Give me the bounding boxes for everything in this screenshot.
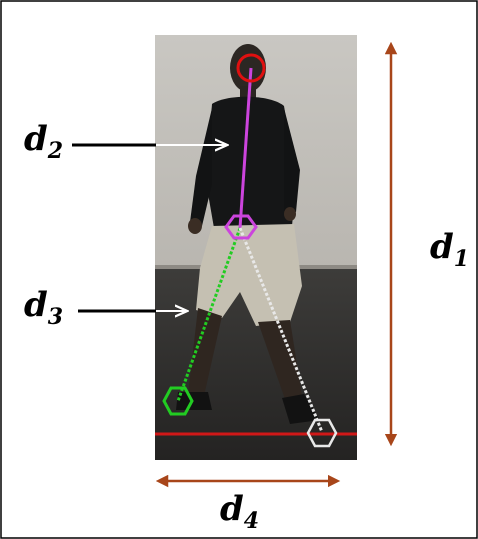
d2-label: d2	[24, 119, 63, 164]
hip-marker	[224, 214, 258, 240]
head-marker	[236, 53, 266, 83]
walking-person-photo	[155, 35, 357, 460]
torso-segment	[238, 67, 253, 229]
d1-label: d1	[430, 227, 469, 272]
right-leg-segment	[238, 227, 324, 433]
skeleton-overlay	[155, 53, 357, 448]
left-leg-segment	[176, 227, 242, 402]
d4-label: d4	[220, 489, 259, 534]
left-foot-marker	[162, 386, 194, 416]
right-foot-marker	[306, 418, 338, 448]
d3-label: d3	[24, 285, 63, 330]
